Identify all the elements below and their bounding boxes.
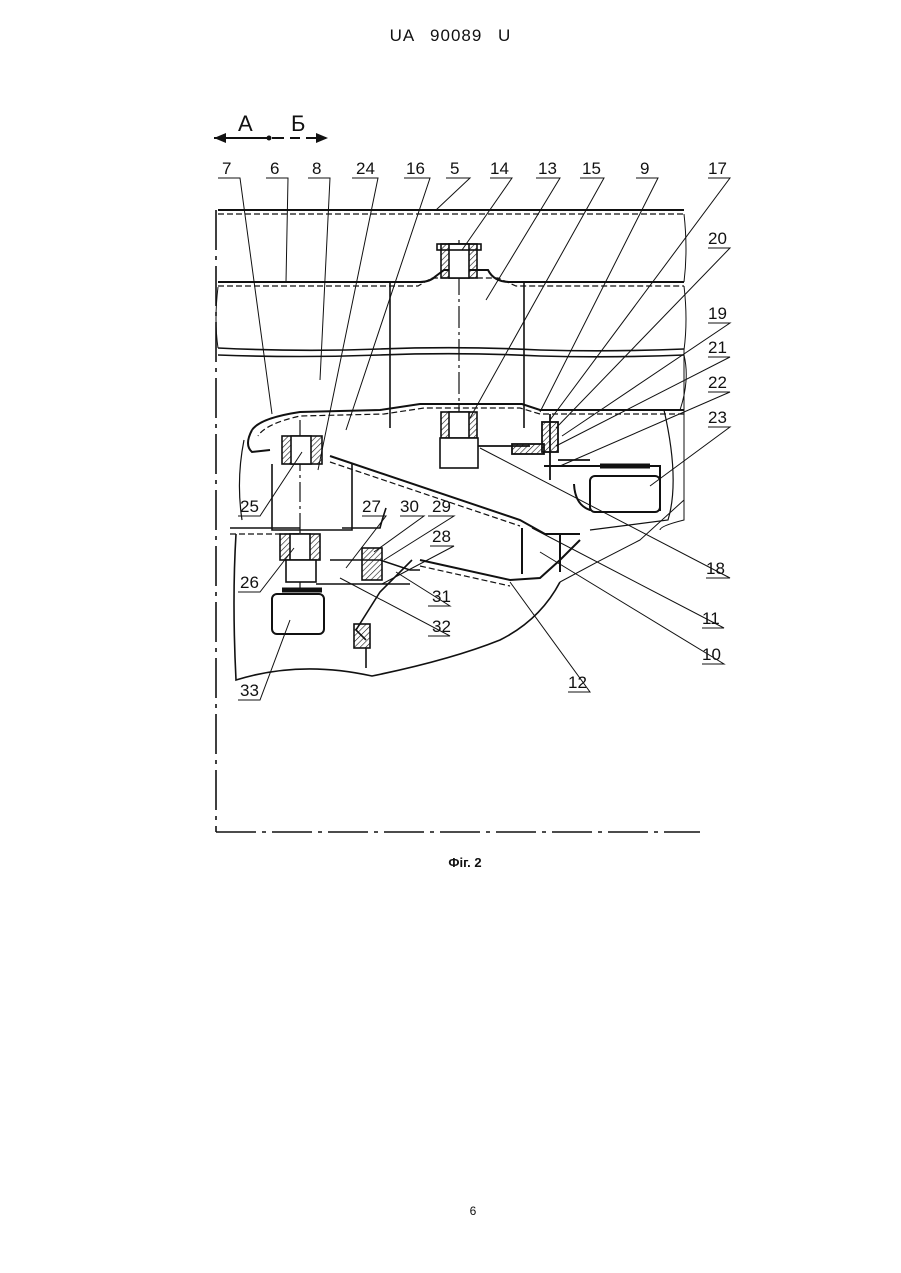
callout-13: 13 [538,159,557,178]
callout-15: 15 [582,159,601,178]
callout-10: 10 [702,645,721,664]
callout-25: 25 [240,497,259,516]
callout-26: 26 [240,573,259,592]
callout-33: 33 [240,681,259,700]
callout-24: 24 [356,159,375,178]
callout-27: 27 [362,497,381,516]
callout-16: 16 [406,159,425,178]
direction-label-a: А [238,111,253,136]
callout-9: 9 [640,159,649,178]
lower-drum [272,420,352,590]
direction-indicator: А Б [214,111,328,143]
callout-17: 17 [708,159,727,178]
callout-28: 28 [432,527,451,546]
direction-label-b: Б [291,111,305,136]
callout-18: 18 [706,559,725,578]
axis-lines [216,210,700,832]
page-number: 6 [0,1204,901,1218]
callout-5: 5 [450,159,459,178]
callout-12: 12 [568,673,587,692]
figure-caption: Фіг. 2 [0,855,901,870]
callout-30: 30 [400,497,419,516]
callout-22: 22 [708,373,727,392]
motor-33 [272,594,324,634]
callout-7: 7 [222,159,231,178]
callout-19: 19 [708,304,727,323]
callout-14: 14 [490,159,509,178]
callout-8: 8 [312,159,321,178]
motor-23 [590,476,660,512]
callout-23: 23 [708,408,727,427]
callout-6: 6 [270,159,279,178]
callout-31: 31 [432,587,451,606]
callout-21: 21 [708,338,727,357]
linkage-18 [478,414,590,480]
callout-32: 32 [432,617,451,636]
callout-11: 11 [702,609,720,628]
callout-29: 29 [432,497,451,516]
callout-20: 20 [708,229,727,248]
